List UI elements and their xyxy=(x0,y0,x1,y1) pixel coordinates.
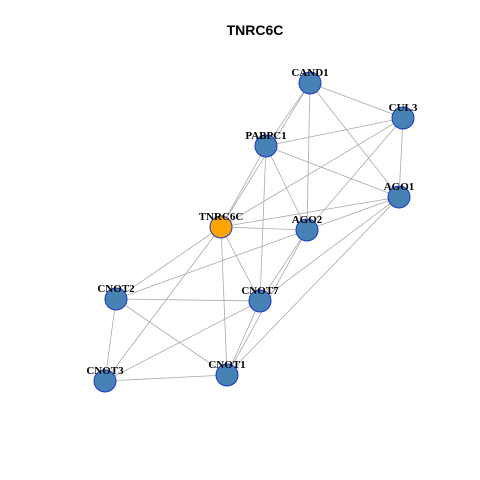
edge-tnrc6c-cnot3 xyxy=(104,226,222,382)
edge-ago1-cnot7 xyxy=(259,196,400,302)
edge-pabpc1-cnot7 xyxy=(259,145,267,302)
node-cnot2[interactable] xyxy=(104,287,128,311)
edge-cnot3-cnot1 xyxy=(104,374,228,382)
edge-tnrc6c-ago2 xyxy=(220,226,308,231)
edge-ago1-ago2 xyxy=(306,196,400,231)
edge-cnot2-cnot7 xyxy=(115,298,261,302)
edge-tnrc6c-cnot7 xyxy=(220,226,261,302)
node-cul3[interactable] xyxy=(391,106,415,130)
edge-cul3-ago1 xyxy=(398,117,404,198)
edge-cul3-pabpc1 xyxy=(265,117,404,147)
node-ago2[interactable] xyxy=(295,218,319,242)
edge-cand1-pabpc1 xyxy=(265,82,311,147)
edge-cand1-ago1 xyxy=(309,82,400,198)
edge-ago1-cnot1 xyxy=(226,196,400,376)
node-cnot3[interactable] xyxy=(93,369,117,393)
node-label-ago2: AGO2 xyxy=(292,214,323,226)
node-cnot1[interactable] xyxy=(215,363,239,387)
node-label-cnot1: CNOT1 xyxy=(208,359,245,371)
edge-cnot7-cnot1 xyxy=(226,300,261,376)
graph-title: TNRC6C xyxy=(227,22,284,38)
node-label-cand1: CAND1 xyxy=(291,67,328,79)
edge-cnot2-cnot1 xyxy=(115,298,228,376)
node-cand1[interactable] xyxy=(298,71,322,95)
edge-ago2-cnot7 xyxy=(259,229,308,302)
node-label-pabpc1: PABPC1 xyxy=(245,130,286,142)
node-label-cul3: CUL3 xyxy=(389,102,418,114)
node-label-cnot2: CNOT2 xyxy=(97,283,135,295)
edge-pabpc1-ago1 xyxy=(265,145,400,198)
node-label-tnrc6c: TNRC6C xyxy=(199,211,244,223)
edge-pabpc1-ago2 xyxy=(265,145,308,231)
node-label-cnot7: CNOT7 xyxy=(241,285,279,297)
node-label-ago1: AGO1 xyxy=(384,181,415,193)
edge-tnrc6c-cnot2 xyxy=(115,226,222,300)
edge-tnrc6c-cnot1 xyxy=(220,226,228,376)
edge-cul3-tnrc6c xyxy=(220,117,404,228)
edge-cnot2-cnot3 xyxy=(104,298,117,382)
node-ago1[interactable] xyxy=(387,185,411,209)
node-cnot7[interactable] xyxy=(248,289,272,313)
edge-cand1-ago2 xyxy=(306,82,311,231)
edge-cnot7-cnot3 xyxy=(104,300,261,382)
node-pabpc1[interactable] xyxy=(254,134,278,158)
edge-pabpc1-tnrc6c xyxy=(220,145,267,228)
edge-ago2-cnot2 xyxy=(115,229,308,300)
edge-cand1-cul3 xyxy=(309,82,404,119)
edge-cul3-ago2 xyxy=(306,117,404,231)
node-label-cnot3: CNOT3 xyxy=(86,365,124,377)
nodes-layer xyxy=(93,71,415,393)
edges-layer xyxy=(104,82,404,382)
node-tnrc6c[interactable] xyxy=(209,215,233,239)
edge-ago1-tnrc6c xyxy=(220,196,400,228)
